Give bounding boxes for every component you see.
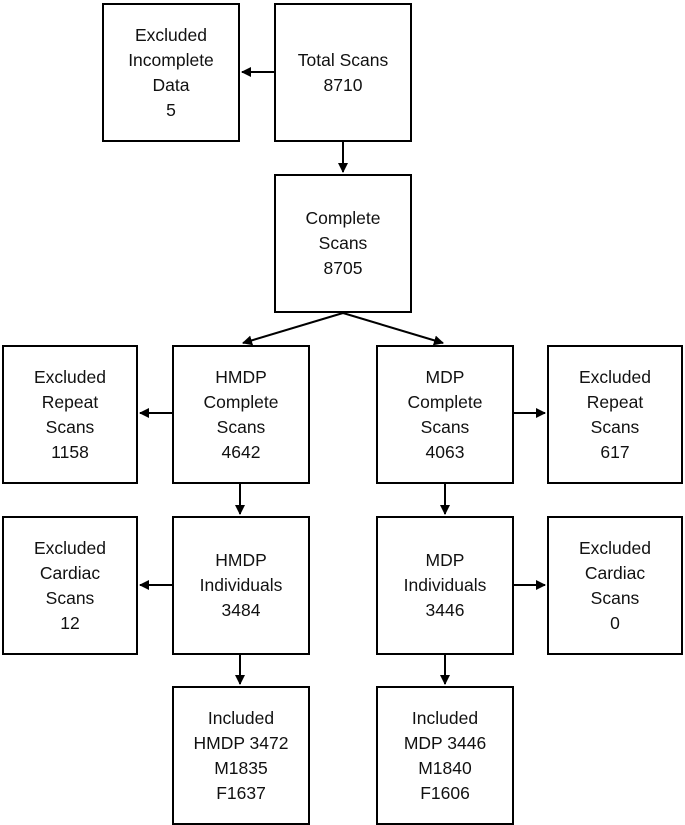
box-line: Cardiac	[584, 562, 646, 583]
box-line: HMDP 3472	[193, 732, 289, 753]
box-line: Incomplete	[128, 49, 214, 70]
box-line: Excluded	[579, 537, 651, 558]
box-line: 12	[60, 612, 80, 633]
box-line: MDP	[425, 366, 465, 387]
box-line: M1835	[214, 757, 268, 778]
box-line: Scans	[45, 416, 95, 437]
box-line: Total Scans	[297, 49, 389, 70]
box-line: Cardiac	[39, 562, 101, 583]
box-line: M1840	[418, 757, 472, 778]
box-line: 4642	[221, 441, 261, 462]
box-line: Complete	[407, 391, 483, 412]
box-line: 1158	[51, 441, 89, 462]
box-line: Scans	[590, 587, 640, 608]
box-line: Scans	[318, 233, 368, 253]
box-line: Excluded	[579, 366, 651, 387]
arrow-complete-to-mdp	[342, 312, 444, 346]
box-line: 4063	[425, 441, 465, 462]
box-line: F1606	[420, 782, 470, 803]
total-scans-box: Total Scans 8710	[274, 3, 412, 142]
box-line: Scans	[216, 416, 266, 437]
excluded-cardiac-hmdp-box: Excluded Cardiac Scans 12	[2, 516, 138, 655]
box-line: Excluded	[135, 24, 207, 45]
box-line: HMDP	[215, 550, 267, 570]
box-line: F1637	[216, 782, 266, 803]
arrow-complete-to-hmdp	[242, 312, 344, 346]
box-line: Excluded	[34, 537, 106, 558]
excluded-cardiac-mdp-box: Excluded Cardiac Scans 0	[547, 516, 683, 655]
box-line: 8710	[323, 74, 363, 95]
box-line: Scans	[45, 587, 95, 608]
box-line: 3484	[221, 600, 261, 620]
included-mdp-box: Included MDP 3446 M1840 F1606	[376, 686, 514, 825]
mdp-complete-box: MDP Complete Scans 4063	[376, 345, 514, 484]
excluded-repeat-hmdp-box: Excluded Repeat Scans 1158	[2, 345, 138, 484]
box-line: Repeat	[41, 391, 99, 412]
box-line: Individuals	[403, 575, 487, 595]
excluded-repeat-mdp-box: Excluded Repeat Scans 617	[547, 345, 683, 484]
included-hmdp-box: Included HMDP 3472 M1835 F1637	[172, 686, 310, 825]
box-line: 8705	[323, 258, 363, 278]
box-line: Individuals	[199, 575, 283, 595]
box-line: HMDP	[215, 366, 267, 387]
box-line: Excluded	[34, 366, 106, 387]
box-line: 0	[610, 612, 620, 633]
box-line: 3446	[425, 600, 465, 620]
box-line: Complete	[305, 208, 381, 228]
mdp-individuals-box: MDP Individuals 3446	[376, 516, 514, 655]
hmdp-complete-box: HMDP Complete Scans 4642	[172, 345, 310, 484]
box-line: Included	[411, 707, 479, 728]
box-line: Repeat	[586, 391, 644, 412]
box-line: Included	[207, 707, 275, 728]
complete-scans-box: Complete Scans 8705	[274, 174, 412, 313]
box-line: 617	[600, 441, 630, 462]
excluded-incomplete-box: Excluded Incomplete Data 5	[102, 3, 240, 142]
box-line: 5	[166, 99, 176, 120]
box-line: Data	[152, 74, 190, 95]
box-line: MDP 3446	[403, 732, 487, 753]
box-line: Scans	[420, 416, 470, 437]
box-line: MDP	[425, 550, 465, 570]
hmdp-individuals-box: HMDP Individuals 3484	[172, 516, 310, 655]
box-line: Complete	[203, 391, 279, 412]
box-line: Scans	[590, 416, 640, 437]
